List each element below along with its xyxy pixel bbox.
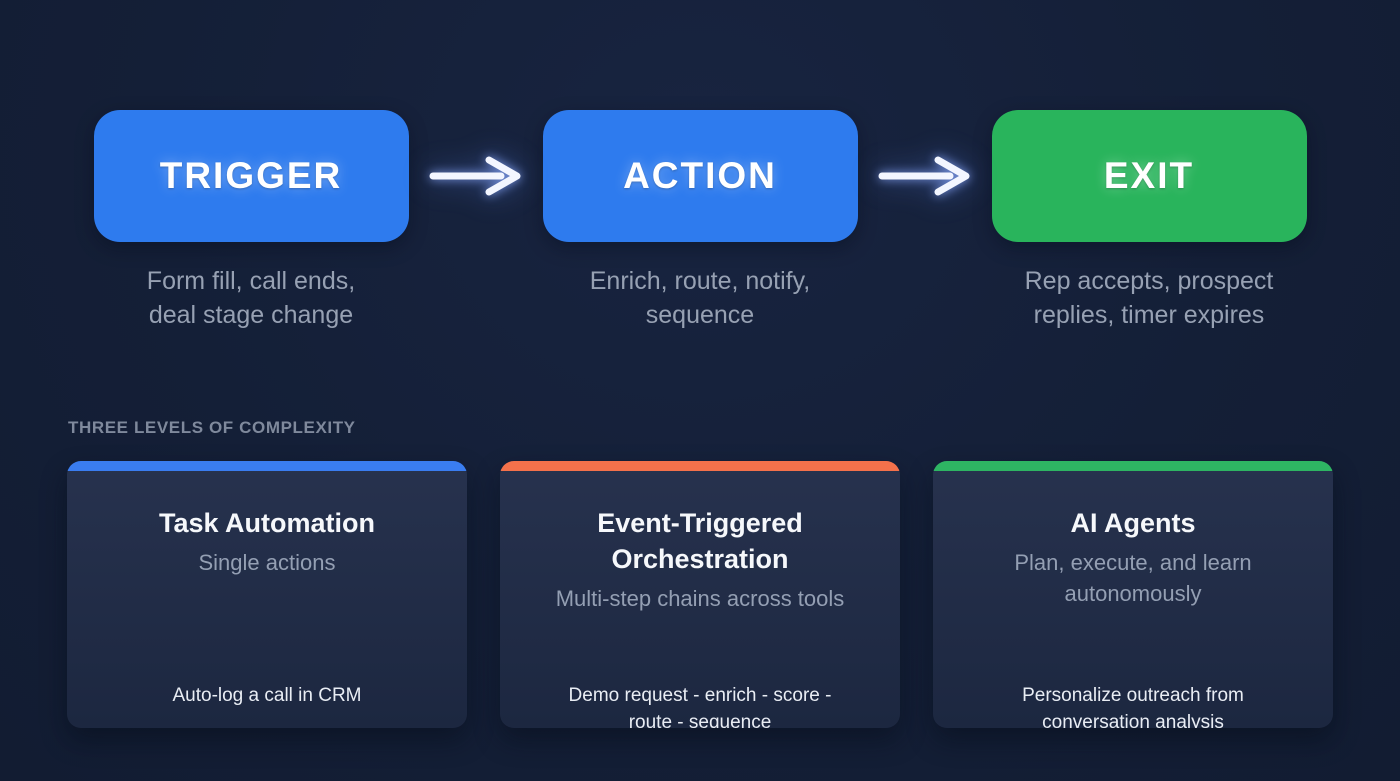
card-ai-agents: AI Agents Plan, execute, and learn auton… — [933, 461, 1333, 728]
card-subtitle: Plan, execute, and learn autonomously — [957, 547, 1309, 609]
card-example-line: Demo request - enrich - score - — [568, 685, 832, 706]
card-subtitle-line: autonomously — [1064, 581, 1202, 606]
trigger-description-line: deal stage change — [148, 301, 354, 329]
flow-diagram: TRIGGER Form fill, call ends, deal stage… — [0, 0, 1400, 332]
card-body: Task Automation Single actions Auto-log … — [67, 505, 467, 728]
action-box: ACTION — [542, 110, 858, 242]
card-title: Event-Triggered Orchestration — [524, 505, 876, 577]
card-accent-bar — [933, 461, 1333, 471]
trigger-label: TRIGGER — [159, 155, 343, 196]
flow-step-trigger: TRIGGER Form fill, call ends, deal stage… — [93, 110, 409, 332]
card-title: Task Automation — [91, 505, 443, 541]
trigger-box: TRIGGER — [93, 110, 409, 242]
trigger-description-line: Form fill, call ends, — [146, 267, 356, 295]
card-subtitle: Single actions — [91, 547, 443, 578]
action-description-line: sequence — [645, 301, 755, 329]
action-description-line: Enrich, route, notify, — [589, 267, 811, 295]
flow-connector — [876, 110, 974, 242]
card-example: Auto-log a call in CRM — [91, 682, 443, 709]
card-accent-bar — [67, 461, 467, 471]
card-example-line: route - sequence — [628, 712, 772, 728]
exit-description-line: Rep accepts, prospect — [1024, 267, 1274, 295]
card-example-line: conversation analysis — [1042, 712, 1224, 728]
exit-box: EXIT — [991, 110, 1307, 242]
section-heading: THREE LEVELS OF COMPLEXITY — [68, 418, 356, 437]
card-subtitle-line: Plan, execute, and learn — [1014, 550, 1252, 575]
card-title-line: Task Automation — [158, 508, 375, 538]
card-example-line: Auto-log a call in CRM — [172, 685, 362, 706]
card-example: Demo request - enrich - score - route - … — [524, 682, 876, 728]
action-label: ACTION — [623, 155, 777, 196]
arrow-right-icon — [878, 156, 969, 196]
trigger-description: Form fill, call ends, deal stage change — [147, 264, 355, 332]
card-subtitle: Multi-step chains across tools — [524, 583, 876, 614]
flow-connector — [427, 110, 525, 242]
card-title-line: Event-Triggered — [597, 508, 803, 538]
flow-step-action: ACTION Enrich, route, notify, sequence — [542, 110, 858, 332]
card-task-automation: Task Automation Single actions Auto-log … — [67, 461, 467, 728]
card-example: Personalize outreach from conversation a… — [957, 682, 1309, 728]
exit-description-line: replies, timer expires — [1033, 301, 1265, 329]
exit-label: EXIT — [1103, 155, 1195, 196]
complexity-cards: Task Automation Single actions Auto-log … — [0, 461, 1400, 728]
arrow-right-icon — [429, 156, 520, 196]
card-body: Event-Triggered Orchestration Multi-step… — [500, 505, 900, 728]
card-subtitle-line: Single actions — [198, 550, 336, 575]
card-event-triggered-orchestration: Event-Triggered Orchestration Multi-step… — [500, 461, 900, 728]
action-description: Enrich, route, notify, sequence — [590, 264, 810, 332]
card-accent-bar — [500, 461, 900, 471]
card-title: AI Agents — [957, 505, 1309, 541]
exit-description: Rep accepts, prospect replies, timer exp… — [1025, 264, 1274, 332]
card-body: AI Agents Plan, execute, and learn auton… — [933, 505, 1333, 728]
card-example-line: Personalize outreach from — [1022, 685, 1244, 706]
flow-step-exit: EXIT Rep accepts, prospect replies, time… — [991, 110, 1307, 332]
card-title-line: AI Agents — [1070, 508, 1196, 538]
card-title-line: Orchestration — [611, 544, 789, 574]
card-subtitle-line: Multi-step chains across tools — [555, 586, 845, 611]
